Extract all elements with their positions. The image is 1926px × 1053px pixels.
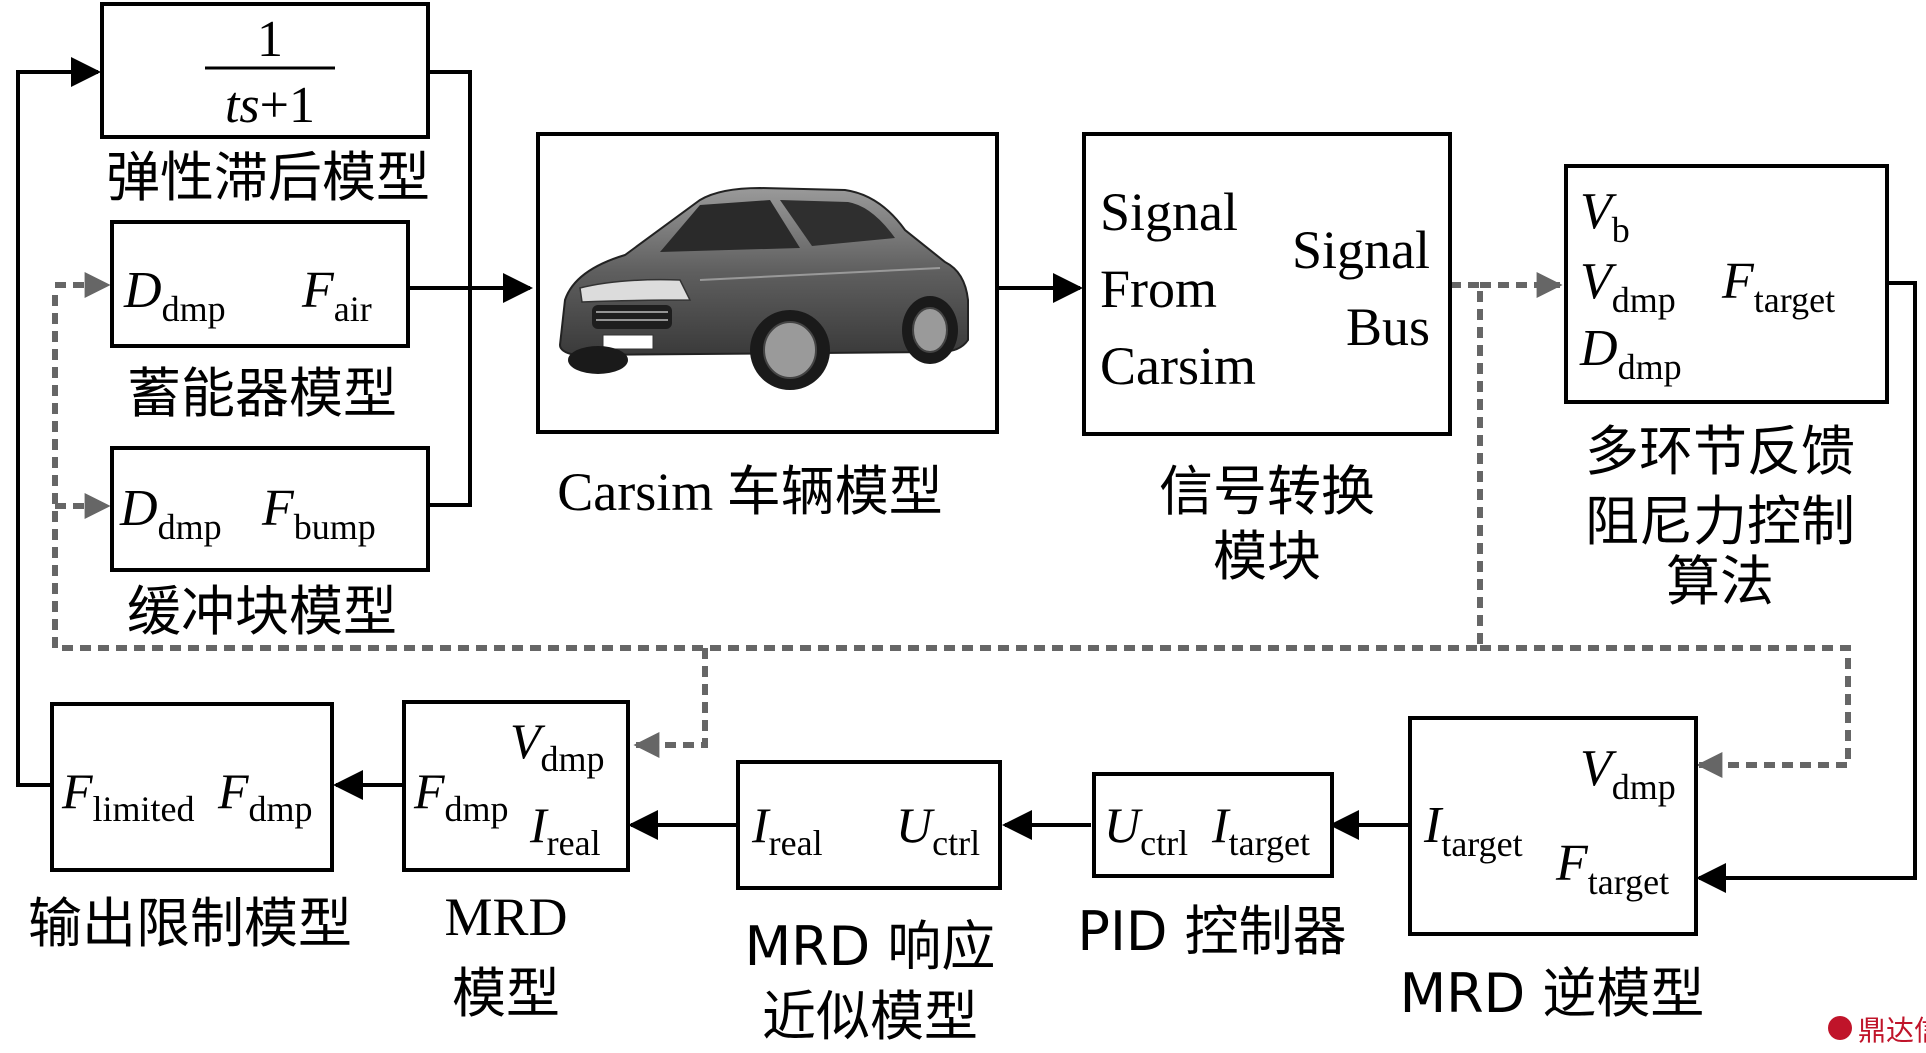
output-limit-block: Flimited Fdmp 输出限制模型 [28,702,352,955]
connector-algo-to-inverse [1696,281,1917,893]
algo-input-vdmp: Vdmp [1580,253,1676,320]
accumulator-input-label: Ddmp [123,262,226,329]
mrd-response-caption-line1: MRD 响应 [745,915,996,978]
connector-limit-to-elastic [16,57,101,787]
buffer-block: Ddmp Fbump 缓冲块模型 [110,446,430,643]
pid-input-itarget: Itarget [1211,797,1310,863]
mrd-response-block: Ireal Uctrl MRD 响应 近似模型 [736,760,1002,1048]
elastic-lag-caption: 弹性滞后模型 [106,146,430,209]
signal-convert-caption-line1: 信号转换 [1159,460,1375,523]
signal-from-carsim-line3: Carsim [1100,336,1256,396]
mrd-model-caption-line2: 模型 [452,962,560,1025]
feedback-signal-bus [52,282,1483,651]
algo-caption-line2: 阻尼力控制 [1585,490,1855,553]
watermark: 鼎达信 [1828,1014,1926,1047]
mrd-response-caption-line2: 近似模型 [762,985,978,1048]
inverse-output-itarget: Itarget [1423,797,1523,864]
watermark-text: 鼎达信 [1858,1014,1926,1047]
sedan-car-icon [558,186,969,390]
algo-input-vb: Vb [1580,183,1630,250]
pid-caption: PID 控制器 [1077,900,1346,963]
pid-output-uctrl: Uctrl [1104,797,1188,863]
mrd-output-fdmp: Fdmp [413,763,509,829]
inverse-input-vdmp: Vdmp [1580,740,1676,807]
control-algorithm-block: Vb Vdmp Ddmp Ftarget 多环节反馈 阻尼力控制 算法 [1564,164,1889,613]
carsim-block: Carsim 车辆模型 [536,132,999,522]
pid-block: Uctrl Itarget PID 控制器 [1077,772,1347,963]
algo-output-ftarget: Ftarget [1721,253,1835,320]
elastic-lag-block: 1 ts+1 弹性滞后模型 [100,2,430,209]
mrd-input-ireal: Ireal [529,797,601,863]
signal-bus-line2: Bus [1346,297,1430,357]
mrd-model-block: Vdmp Fdmp Ireal MRD 模型 [402,700,630,1025]
mrd-model-caption-line1: MRD [444,887,567,947]
feedback-to-mrd-model [633,648,708,758]
signal-bus-line1: Signal [1292,220,1430,280]
buffer-input-label: Ddmp [119,480,222,547]
algo-input-ddmp: Ddmp [1579,320,1682,387]
response-output-ireal: Ireal [751,797,823,863]
signal-convert-block: Signal From Carsim Signal Bus 信号转换 模块 [1082,132,1452,588]
carsim-caption: Carsim 车辆模型 [557,462,943,522]
logo-icon [1828,1016,1852,1040]
accumulator-output-label: Fair [301,262,372,329]
limit-output-flimited: Flimited [61,763,195,829]
output-limit-caption: 输出限制模型 [28,892,352,955]
mrd-input-vdmp: Vdmp [510,713,605,779]
accumulator-block: Ddmp Fair 蓄能器模型 [110,220,410,425]
algo-caption-line3: 算法 [1666,550,1774,613]
transfer-denominator: ts+1 [225,77,315,134]
mrd-inverse-caption: MRD 逆模型 [1400,962,1705,1025]
feedback-to-inverse [1480,645,1851,778]
signal-from-carsim-line2: From [1100,259,1217,319]
transfer-numerator: 1 [257,11,283,68]
response-input-uctrl: Uctrl [896,797,980,863]
mrd-inverse-block: Vdmp Itarget Ftarget MRD 逆模型 [1400,716,1705,1025]
buffer-caption: 缓冲块模型 [127,580,397,643]
limit-input-fdmp: Fdmp [217,763,313,829]
buffer-output-label: Fbump [261,480,376,547]
inverse-input-ftarget: Ftarget [1555,835,1669,902]
signal-from-carsim-line1: Signal [1100,182,1238,242]
algo-caption-line1: 多环节反馈 [1585,420,1855,483]
accumulator-caption: 蓄能器模型 [127,362,397,425]
signal-convert-caption-line2: 模块 [1213,525,1321,588]
